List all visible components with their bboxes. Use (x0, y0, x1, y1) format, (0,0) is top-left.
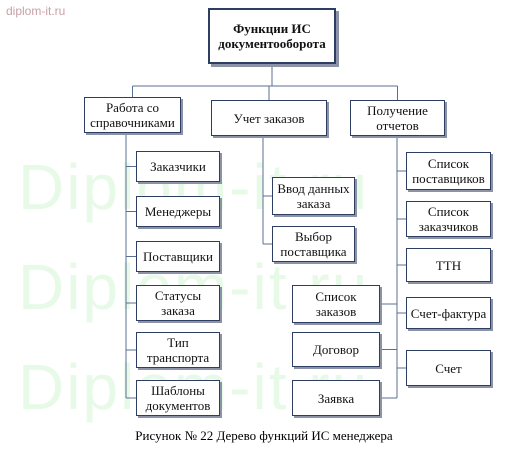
root-node: Функции ИС документооборота (208, 8, 336, 64)
node-managers: Менеджеры (136, 196, 220, 227)
node-invoice-factura-label: Счет-фактура (410, 305, 487, 321)
node-invoice: Счет (406, 350, 491, 386)
node-managers-label: Менеджеры (144, 204, 212, 219)
branch-directories-label: Работа со справочниками (90, 100, 175, 130)
branch-orders-label: Учет заказов (233, 110, 305, 126)
node-ttn: ТТН (406, 248, 491, 282)
branch-reports-label: Получение отчетов (367, 103, 428, 133)
branch-reports: Получение отчетов (350, 100, 445, 136)
node-order-list: Список заказов (292, 285, 380, 323)
node-document-templates-label: Шаблоны документов (145, 383, 211, 413)
node-customer-list-label: Список заказчиков (418, 204, 479, 234)
node-customers-label: Заказчики (150, 159, 206, 174)
node-customer-list: Список заказчиков (406, 201, 491, 237)
node-application: Заявка (292, 380, 380, 416)
figure-caption: Рисунок № 22 Дерево функций ИС менеджера (135, 428, 393, 443)
node-supplier-list-label: Список поставщиков (412, 156, 485, 186)
node-invoice-factura: Счет-фактура (406, 297, 491, 329)
node-order-data-entry-label: Ввод данных заказа (277, 181, 350, 211)
node-suppliers-label: Поставщики (143, 249, 213, 264)
node-supplier-list: Список поставщиков (406, 152, 491, 190)
root-label: Функции ИС документооборота (218, 21, 326, 51)
node-ttn-label: ТТН (435, 257, 462, 273)
node-supplier-selection-label: Выбор поставщика (280, 229, 347, 259)
node-contract: Договор (292, 332, 380, 367)
node-customers: Заказчики (136, 151, 220, 182)
node-transport-type: Тип транспорта (136, 332, 220, 368)
node-order-statuses-label: Статусы заказа (154, 288, 202, 318)
branch-directories: Работа со справочниками (84, 97, 181, 133)
node-order-statuses: Статусы заказа (136, 285, 220, 321)
node-order-list-label: Список заказов (315, 289, 357, 319)
node-invoice-label: Счет (435, 360, 462, 376)
node-supplier-selection: Выбор поставщика (272, 226, 355, 262)
node-contract-label: Договор (313, 342, 359, 357)
node-suppliers: Поставщики (136, 241, 220, 272)
node-order-data-entry: Ввод данных заказа (272, 177, 355, 215)
branch-orders: Учет заказов (211, 100, 327, 136)
node-transport-type-label: Тип транспорта (146, 335, 210, 365)
node-application-label: Заявка (317, 390, 355, 406)
watermark-site-label: diplom-it.ru (6, 4, 66, 18)
node-document-templates: Шаблоны документов (136, 380, 220, 416)
